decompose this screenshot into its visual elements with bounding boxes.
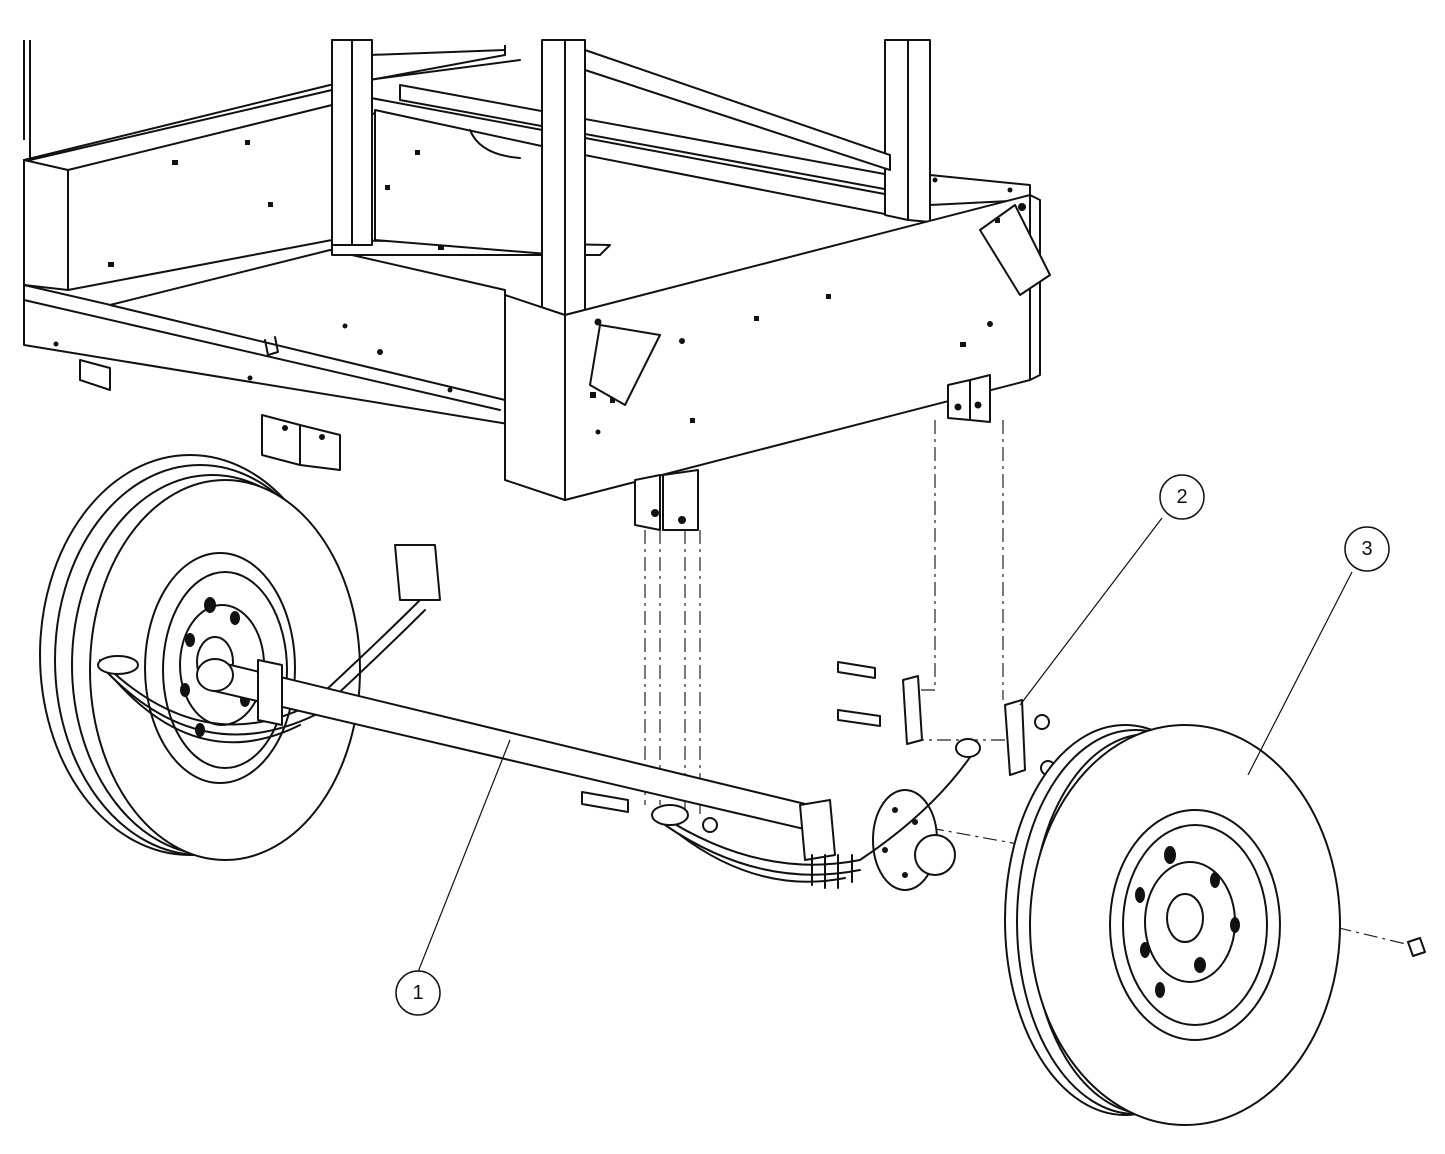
callout-3: 3 [1344,526,1390,572]
callout-1-label: 1 [412,982,423,1004]
shackle-hardware [581,661,1056,833]
callout-1: 1 [395,970,441,1016]
trailer-body [23,39,1051,531]
axle-assembly [196,658,981,891]
callout-2-label: 2 [1176,486,1187,508]
callout-2: 2 [1159,474,1205,520]
left-leaf-spring [97,544,441,744]
callout-3-label: 3 [1361,538,1372,560]
callout-leaders [417,517,1353,973]
left-wheel [39,454,361,861]
right-wheel [1004,724,1426,1126]
